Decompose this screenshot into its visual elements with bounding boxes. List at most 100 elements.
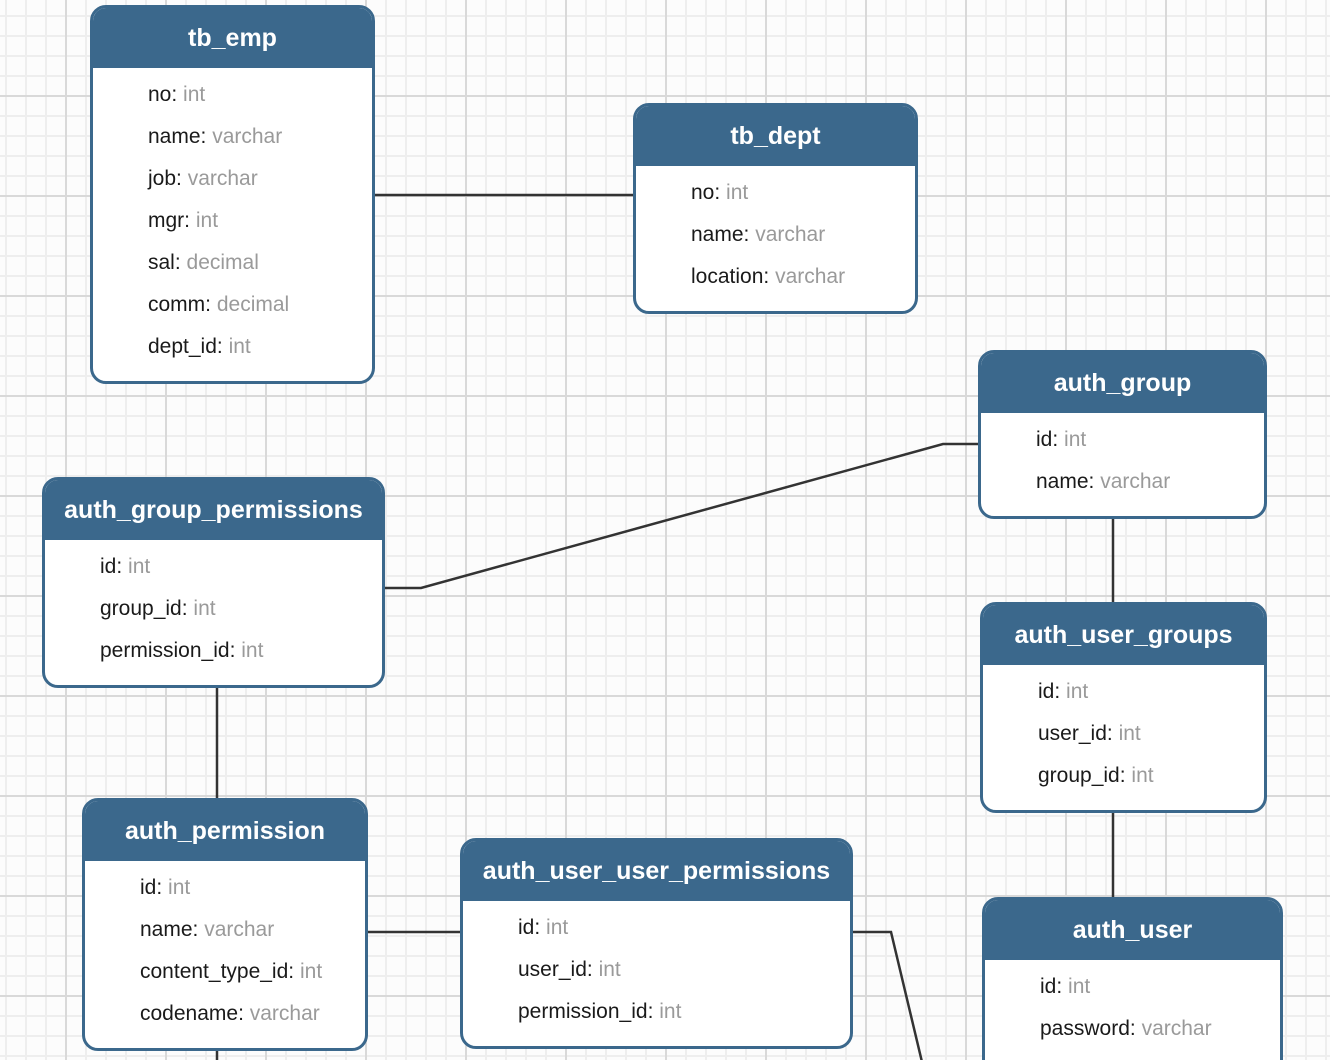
- field-colon: :: [192, 918, 205, 941]
- field-name: permission_id: [100, 639, 230, 662]
- field-colon: :: [763, 265, 776, 288]
- field-name: id: [1036, 428, 1053, 451]
- field-mgr: mgr: int: [93, 200, 372, 242]
- field-type: varchar: [775, 265, 846, 288]
- field-type: int: [1118, 722, 1141, 745]
- field-name: name: varchar: [981, 461, 1264, 503]
- field-type: varchar: [212, 125, 283, 148]
- field-group_id: group_id: int: [45, 588, 382, 630]
- field-name: job: [148, 167, 177, 190]
- field-name: id: [518, 916, 535, 939]
- connection-auth_group_permissions--auth_group[interactable]: [380, 442, 982, 590]
- field-colon: :: [647, 1000, 660, 1023]
- field-name: password: [1040, 1017, 1130, 1040]
- field-dept_id: dept_id: int: [93, 326, 372, 368]
- field-type: varchar: [187, 167, 258, 190]
- field-type: varchar: [249, 1002, 320, 1025]
- field-colon: :: [156, 876, 169, 899]
- field-type: int: [128, 555, 151, 578]
- field-type: int: [168, 876, 191, 899]
- field-colon: :: [184, 209, 196, 232]
- field-colon: :: [1129, 1017, 1142, 1040]
- field-id: id: int: [985, 966, 1280, 1008]
- field-id: id: int: [85, 867, 365, 909]
- field-last_login: last_login: datetime: [985, 1050, 1280, 1060]
- field-no: no: int: [93, 74, 372, 116]
- field-comm: comm: decimal: [93, 284, 372, 326]
- field-id: id: int: [463, 907, 850, 949]
- field-user_id: user_id: int: [983, 713, 1264, 755]
- field-type: int: [1068, 975, 1091, 998]
- entity-auth_permission[interactable]: auth_permission id: int name: varchar cont…: [82, 798, 368, 1051]
- connection-auth_user_user_permissions--offscreen-bottom[interactable]: [849, 930, 923, 1060]
- field-colon: :: [534, 916, 547, 939]
- field-name: dept_id: [148, 335, 217, 358]
- field-colon: :: [1054, 680, 1067, 703]
- field-name: group_id: [100, 597, 182, 620]
- field-type: varchar: [204, 918, 275, 941]
- field-type: decimal: [186, 251, 259, 274]
- field-type: int: [241, 639, 264, 662]
- field-colon: :: [238, 1002, 250, 1025]
- field-name: comm: [148, 293, 206, 316]
- entity-title[interactable]: auth_permission: [85, 801, 365, 861]
- field-colon: :: [200, 125, 213, 148]
- entity-title[interactable]: auth_user_groups: [983, 605, 1264, 665]
- field-password: password: varchar: [985, 1008, 1280, 1050]
- field-location: location: varchar: [636, 256, 915, 298]
- field-name: id: [1040, 975, 1057, 998]
- field-colon: :: [229, 639, 242, 662]
- field-colon: :: [743, 223, 756, 246]
- field-type: int: [1066, 680, 1089, 703]
- field-colon: :: [216, 335, 229, 358]
- entity-title[interactable]: tb_dept: [636, 106, 915, 166]
- field-colon: :: [1052, 428, 1065, 451]
- field-id: id: int: [45, 546, 382, 588]
- field-colon: :: [174, 251, 187, 274]
- field-name: name: [1036, 470, 1089, 493]
- field-name: id: [100, 555, 117, 578]
- entity-title[interactable]: auth_group_permissions: [45, 480, 382, 540]
- field-type: int: [183, 83, 206, 106]
- entity-title[interactable]: auth_group: [981, 353, 1264, 413]
- field-name: id: [1038, 680, 1055, 703]
- field-colon: :: [586, 958, 599, 981]
- field-type: int: [659, 1000, 682, 1023]
- field-name: user_id: [1038, 722, 1107, 745]
- field-colon: :: [205, 293, 217, 316]
- field-name: id: [140, 876, 157, 899]
- field-content_type_id: content_type_id: int: [85, 951, 365, 993]
- field-name: permission_id: [518, 1000, 648, 1023]
- field-colon: :: [116, 555, 129, 578]
- field-permission_id: permission_id: int: [463, 991, 850, 1033]
- field-type: varchar: [1141, 1017, 1212, 1040]
- field-colon: :: [181, 597, 194, 620]
- entity-title[interactable]: tb_emp: [93, 8, 372, 68]
- field-name: name: [140, 918, 193, 941]
- field-colon: :: [176, 167, 188, 190]
- field-colon: :: [171, 83, 184, 106]
- field-type: int: [598, 958, 621, 981]
- field-type: int: [726, 181, 749, 204]
- entity-title[interactable]: auth_user_user_permissions: [463, 841, 850, 901]
- field-type: int: [195, 209, 219, 232]
- field-id: id: int: [981, 419, 1264, 461]
- field-type: int: [228, 335, 251, 358]
- field-name: no: [691, 181, 715, 204]
- field-codename: codename: varchar: [85, 993, 365, 1035]
- entity-title[interactable]: auth_user: [985, 900, 1280, 960]
